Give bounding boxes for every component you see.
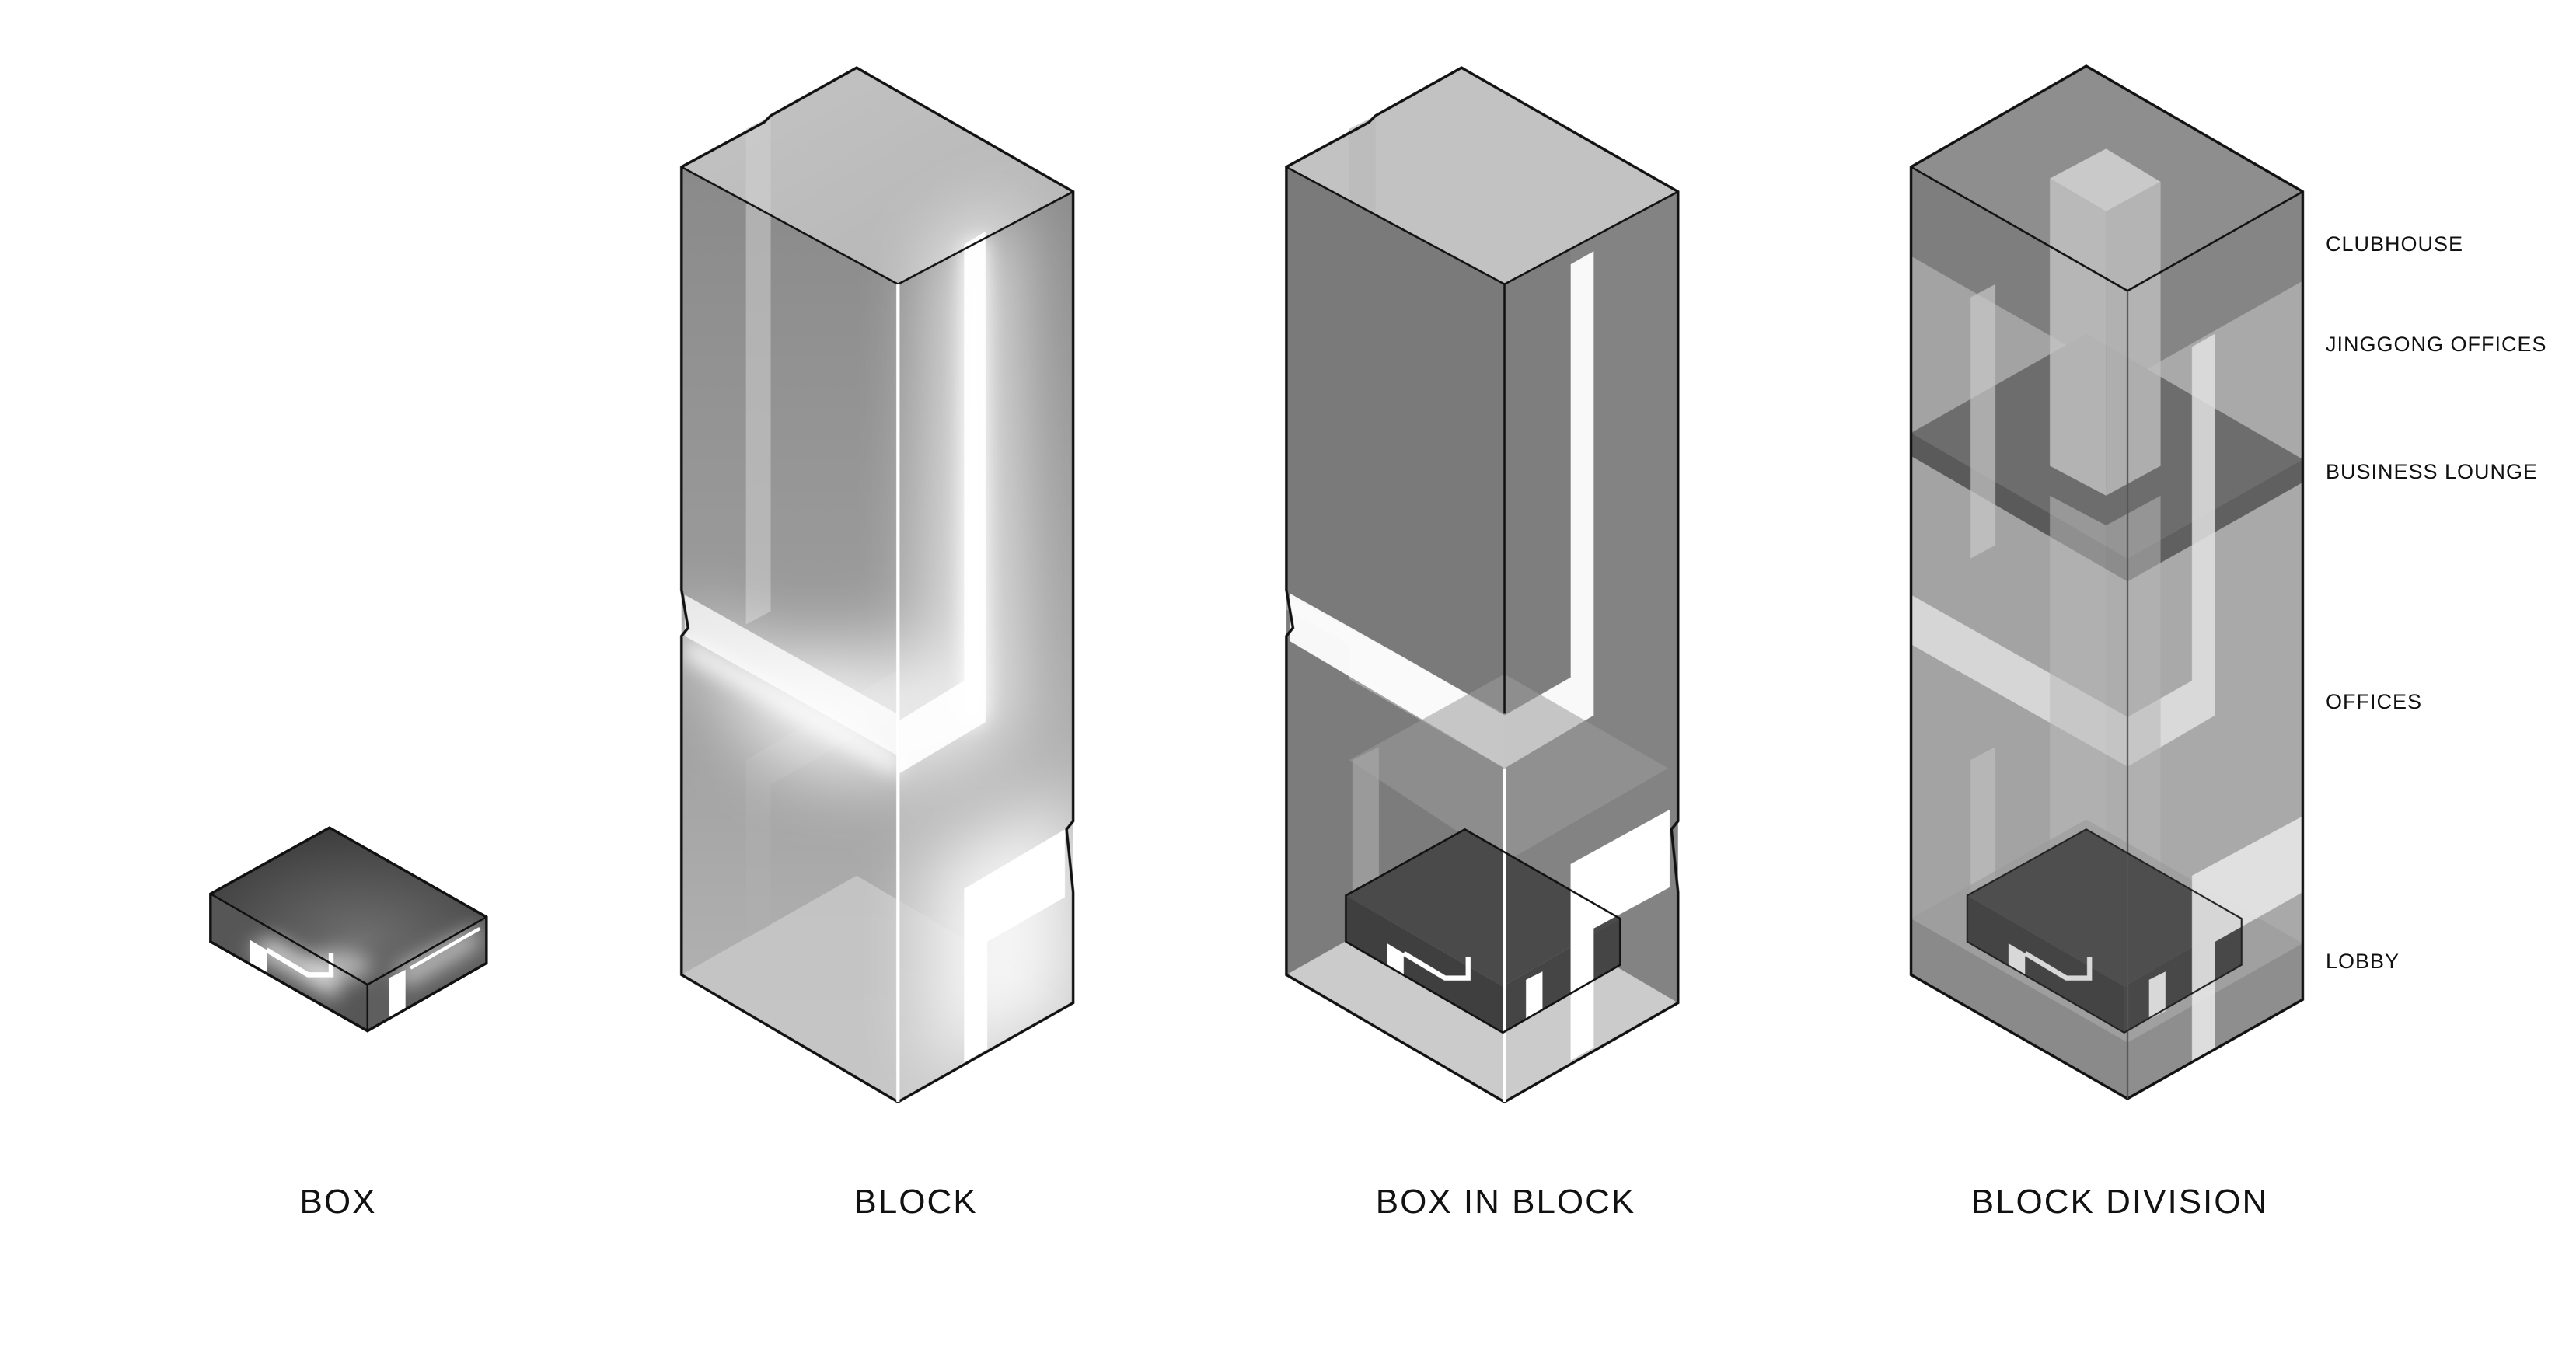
bd-lobby-band bbox=[1911, 919, 2128, 1099]
bd-core-front bbox=[2050, 148, 2161, 212]
caption-block-division: BLOCK DIVISION bbox=[1970, 1183, 2269, 1221]
block-division-massing bbox=[1909, 64, 2305, 1100]
label-jinggong-offices: JINGGONG OFFICES bbox=[2326, 333, 2547, 356]
label-lobby: LOBBY bbox=[2326, 950, 2400, 973]
box-massing bbox=[209, 826, 488, 1033]
caption-block: BLOCK bbox=[853, 1183, 978, 1221]
caption-box: BOX bbox=[299, 1183, 377, 1221]
box-in-block-massing bbox=[1285, 66, 1680, 1104]
box-top-face bbox=[210, 828, 487, 985]
box-opening-left bbox=[250, 939, 267, 974]
label-offices: OFFICES bbox=[2326, 690, 2423, 713]
label-business-lounge: BUSINESS LOUNGE bbox=[2326, 460, 2539, 483]
caption-box-in-block: BOX IN BLOCK bbox=[1375, 1183, 1636, 1221]
bd-inner-box-top bbox=[1967, 829, 2242, 987]
label-clubhouse: CLUBHOUSE bbox=[2326, 232, 2464, 256]
block-massing bbox=[680, 66, 1075, 1104]
block-left-face bbox=[681, 166, 899, 1103]
box-opening-right bbox=[389, 969, 406, 1020]
bib-inner-box-top bbox=[1346, 829, 1621, 987]
bib-top-face bbox=[1286, 68, 1678, 284]
